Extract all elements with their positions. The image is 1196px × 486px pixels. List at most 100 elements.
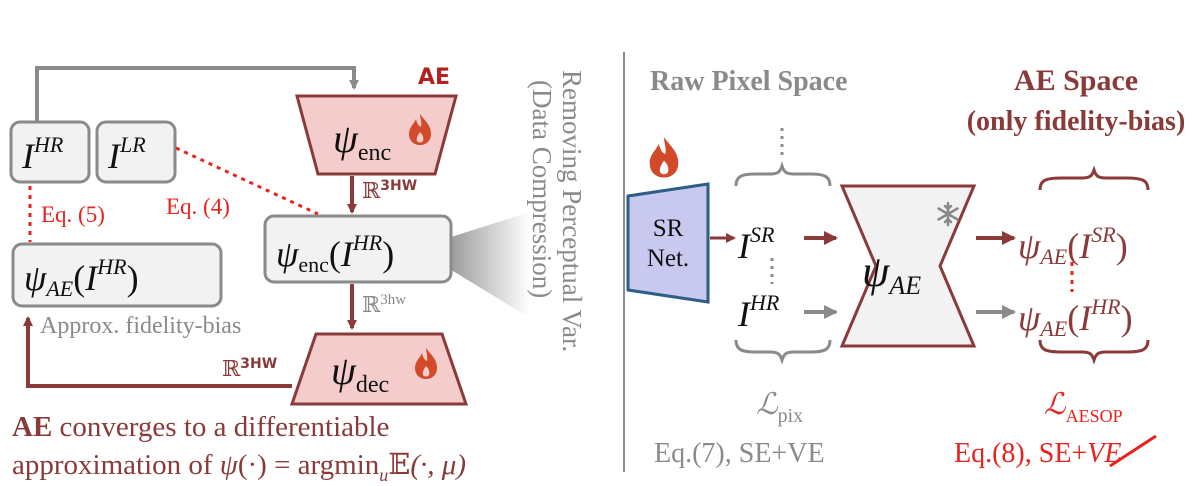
caption-tail: (·, μ) <box>410 449 466 481</box>
eq8-struck: VE <box>1087 438 1121 469</box>
hr-to-encoder-arrow <box>35 66 359 122</box>
dim-lat-base: ℝ <box>362 292 381 317</box>
eq8-strike-mark <box>1109 434 1157 468</box>
encoder-block: ψenc <box>295 94 458 176</box>
out-sr-sup: SR <box>1091 222 1116 247</box>
psi-ae-symbol: ψ <box>862 247 890 296</box>
decoder-subscript: dec <box>356 372 389 398</box>
out-hr-sup: HR <box>1090 294 1121 319</box>
ihr-box: IHR <box>9 120 91 184</box>
caption-psi: ψ <box>220 449 239 481</box>
sr-net-line1: SR <box>653 215 684 242</box>
caption-mu-sub: u <box>379 465 388 485</box>
svg-text:ψenc: ψenc <box>333 116 391 166</box>
lpix-base: ℒ <box>756 388 779 421</box>
lpix-sub: pix <box>778 405 804 427</box>
svg-text:ℝ3hw: ℝ3hw <box>362 292 406 317</box>
latent-symbol: ψ <box>276 234 299 274</box>
out-sr-symbol: ψ <box>1018 226 1041 266</box>
ae-tag: AE <box>418 65 450 90</box>
svg-text:IHR: IHR <box>737 290 780 334</box>
raw-pixel-title: Raw Pixel Space <box>650 66 848 97</box>
eq4-label: Eq. (4) <box>166 194 230 219</box>
dim-dec-sup: 3HW <box>240 356 277 372</box>
sr-net-block: SR Net. <box>626 182 710 304</box>
approx-fidelity-label: Approx. fidelity-bias <box>40 313 241 339</box>
out-sr-sub: AE <box>1038 244 1067 269</box>
ae-output-box: ψAE(IHR) <box>11 242 223 308</box>
snowflake-icon <box>937 201 959 227</box>
ae-out-sup: HR <box>96 254 127 279</box>
svg-text:IHR: IHR <box>21 132 64 176</box>
fire-icon <box>649 137 679 178</box>
dim-dec-base: ℝ <box>222 356 241 381</box>
ilr-box: ILR <box>95 120 177 184</box>
svg-text:ILR: ILR <box>107 132 146 176</box>
svg-text:ℒpix: ℒpix <box>756 388 803 427</box>
caption-line2-prefix: approximation of <box>12 449 220 481</box>
caption-ae: AE <box>12 411 52 443</box>
svg-text:ℝ3HW: ℝ3HW <box>362 178 417 203</box>
ae-out-open: ( <box>73 258 85 298</box>
out-sr-open: ( <box>1067 226 1079 266</box>
out-sr-base: I <box>1078 226 1093 266</box>
out-hr-base: I <box>1078 298 1093 338</box>
eq8-prefix: Eq.(8), SE+ <box>954 438 1087 469</box>
eq7-label: Eq.(7), SE+VE <box>654 438 825 469</box>
svg-text:ψdec: ψdec <box>331 348 389 398</box>
rotated-line1: Removing Perceptual Var. <box>557 70 587 352</box>
svg-text:ISR: ISR <box>737 222 775 266</box>
latent-box: ψenc(IHR) <box>263 214 453 284</box>
decoder-symbol: ψ <box>331 348 357 393</box>
eq5-label: Eq. (5) <box>41 202 105 227</box>
ae-space-subtitle: (only fidelity-bias) <box>967 106 1186 137</box>
svg-text:ψAE(IHR): ψAE(IHR) <box>24 254 139 301</box>
ae-space-title: AE Space <box>1014 64 1138 97</box>
ae-out-close: ) <box>127 258 139 298</box>
fire-icon <box>409 114 431 145</box>
dim-lat-sup: 3hw <box>380 292 406 308</box>
ilr-base: I <box>107 136 122 176</box>
raw-top-brace <box>734 161 832 187</box>
svg-text:Eq.(8), SE+VE: Eq.(8), SE+VE <box>954 438 1121 469</box>
out-sr-close: ) <box>1116 226 1128 266</box>
latent-base: I <box>340 234 355 274</box>
rotated-line2: (Data Compression) <box>527 80 557 298</box>
ae-top-brace <box>1038 165 1150 191</box>
svg-text:approximation of ψ(·) = argmin: approximation of ψ(·) = argminu𝔼(·, μ) <box>12 449 466 485</box>
laesop-sub: AESOP <box>1066 406 1123 426</box>
latent-open: ( <box>329 234 341 274</box>
ihr-right-base: I <box>737 294 752 334</box>
out-hr-symbol: ψ <box>1018 298 1041 338</box>
ae-out-sub: AE <box>44 276 73 301</box>
psi-ae-sub: AE <box>887 271 921 300</box>
decoder-to-ae-output-arrow <box>23 316 292 388</box>
caption-eq: (·) = argmin <box>238 449 380 481</box>
ihr-base: I <box>21 136 36 176</box>
latent-close: ) <box>382 234 394 274</box>
fire-icon <box>415 348 437 379</box>
frozen-ae-block: ψAE <box>839 184 977 348</box>
raw-bottom-brace <box>734 339 832 365</box>
svg-text:ψAE(IHR): ψAE(IHR) <box>1018 294 1133 341</box>
latent-sub: enc <box>298 252 329 277</box>
encoder-subscript: enc <box>358 140 391 166</box>
encoder-symbol: ψ <box>333 116 359 161</box>
isr-base: I <box>737 226 752 266</box>
svg-text:ℝ3HW: ℝ3HW <box>222 356 277 381</box>
svg-text:ψenc(IHR): ψenc(IHR) <box>276 230 394 277</box>
caption-line1: converges to a differentiable <box>52 411 389 443</box>
laesop-base: ℒ <box>1044 388 1067 421</box>
caption-E: 𝔼 <box>388 449 410 481</box>
svg-text:AE converges to a differentiab: AE converges to a differentiable <box>12 411 389 443</box>
isr-sup: SR <box>750 222 775 247</box>
decoder-block: ψdec <box>289 332 469 406</box>
sr-net-line2: Net. <box>647 245 689 272</box>
ae-out-symbol: ψ <box>24 258 47 298</box>
svg-text:ψAE(ISR): ψAE(ISR) <box>1018 222 1128 269</box>
latent-shadow-wedge <box>448 212 530 318</box>
latent-sup: HR <box>352 230 383 255</box>
ae-out-base: I <box>84 258 99 298</box>
ihr-sup: HR <box>33 132 64 157</box>
dim-enc-base: ℝ <box>362 178 381 203</box>
